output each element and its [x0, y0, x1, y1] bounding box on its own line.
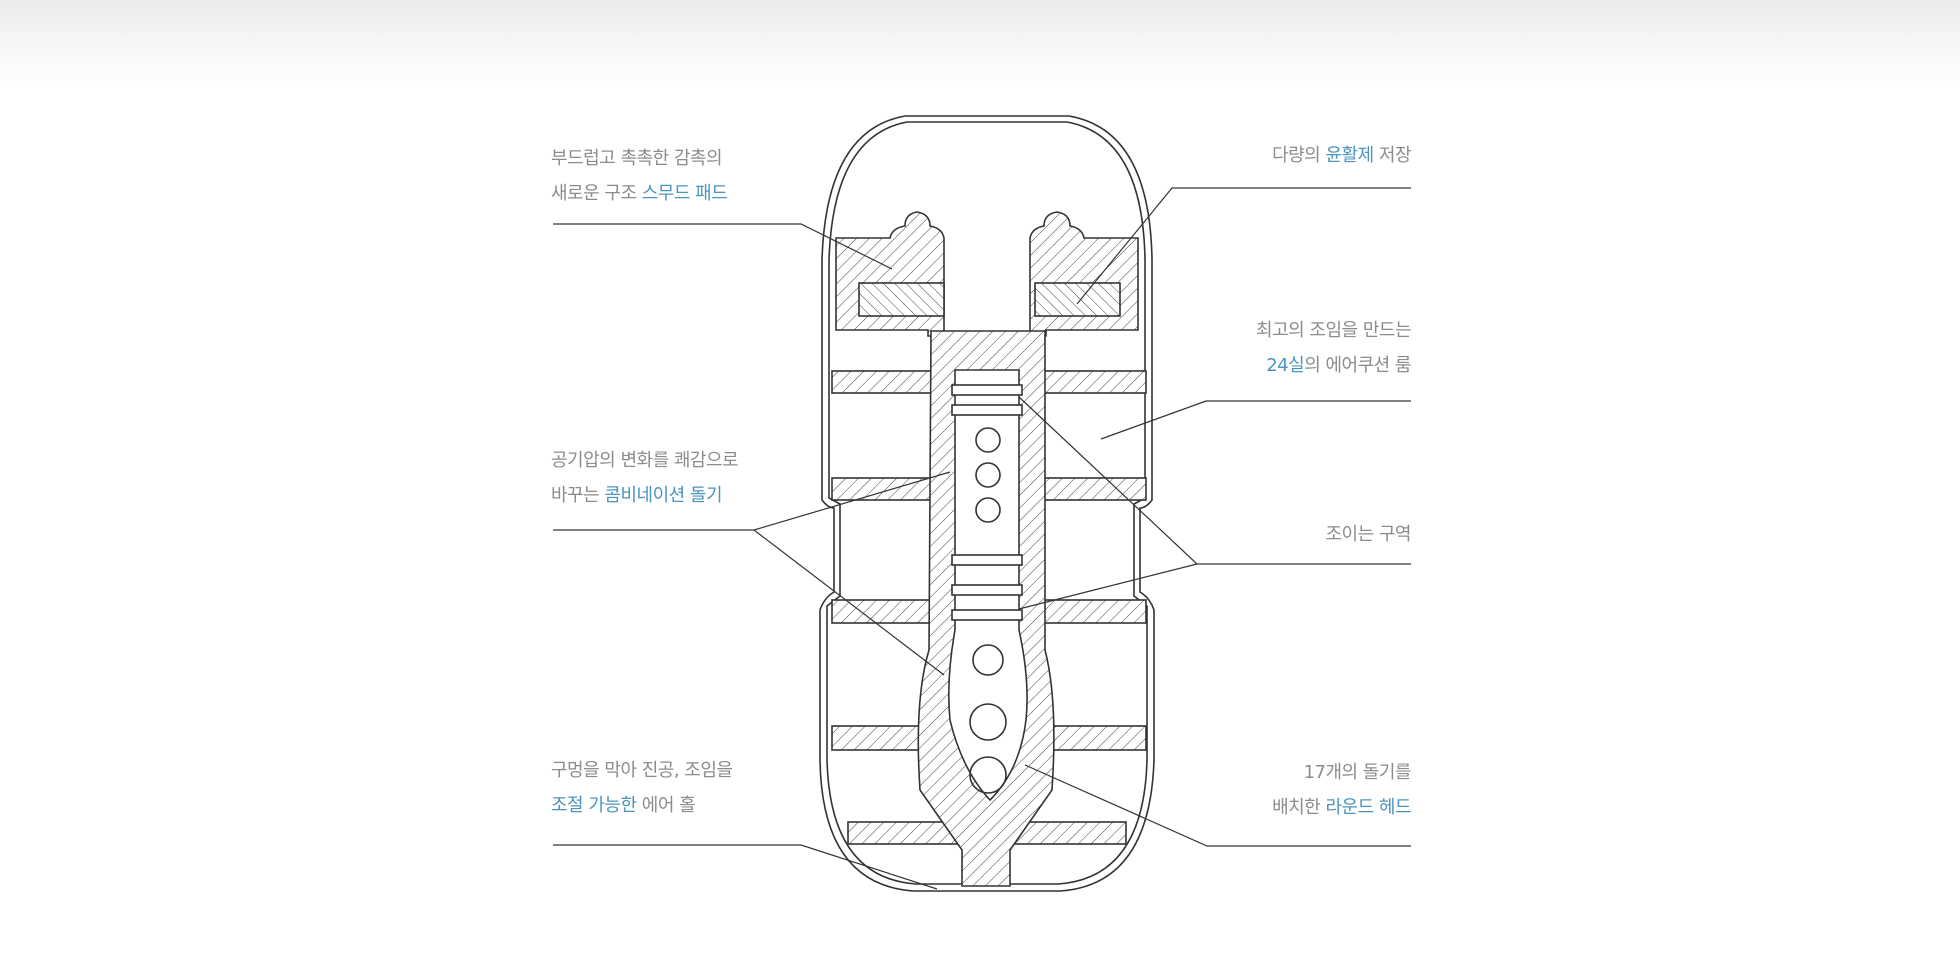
label-combination: 공기압의 변화를 쾌감으로 바꾸는 콤비네이션 돌기 [551, 450, 739, 506]
central-stem [917, 330, 1055, 887]
leader-lines [553, 187, 1411, 890]
leader-lubricant [1076, 187, 1411, 305]
leader-round-head [1024, 764, 1411, 847]
ridges [951, 384, 1023, 621]
label-tight-zone: 조이는 구역 [1325, 524, 1411, 545]
label-round-head: 17개의 돌기를 배치한 라운드 헤드 [1272, 762, 1411, 818]
capsule-outline [819, 115, 1155, 892]
label-smooth-pad: 부드럽고 촉촉한 감촉의 새로운 구조 스무드 패드 [551, 148, 728, 204]
label-air-hole: 구멍을 막아 진공, 조임을 조절 가능한 에어 홀 [551, 760, 733, 816]
leader-air-hole [553, 844, 938, 890]
label-air-cushion: 최고의 조임을 만드는 24실의 에어쿠션 룸 [1256, 320, 1411, 376]
combination-bumps [969, 427, 1007, 794]
leader-smooth-pad [553, 223, 893, 270]
label-lubricant: 다량의 윤활제 저장 [1272, 145, 1411, 166]
smooth-pad [835, 211, 1139, 353]
leader-air-cushion [1100, 400, 1411, 440]
